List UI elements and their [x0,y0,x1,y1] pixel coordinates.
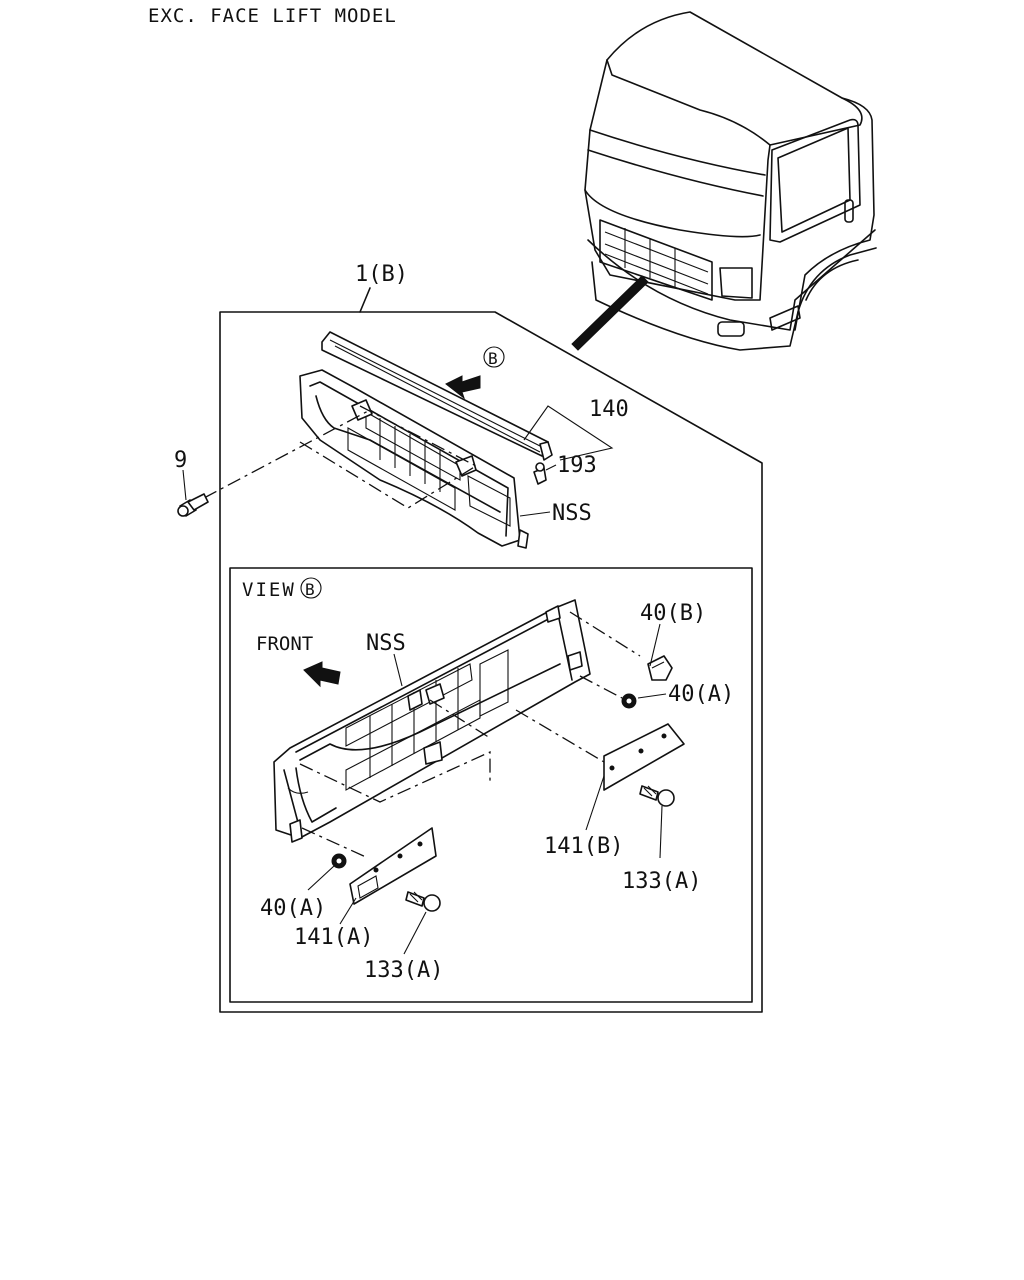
view-b-inset [229,567,753,1003]
clip-40b [647,655,673,681]
callout-133a-right: 133(A) [622,869,701,894]
callout-assembly: 1(B) [355,262,408,287]
plate-141a [349,827,437,905]
truck-cab-illustration [584,11,877,351]
view-marker: B [305,580,315,599]
arrow-marker: B [488,349,498,368]
callout-141b: 141(B) [544,834,623,859]
callout-9: 9 [174,448,187,473]
callout-141a: 141(A) [294,925,373,950]
front-arrow-icon [303,661,341,688]
screw-133a-left [405,891,441,912]
view-arrow-icon [445,375,481,400]
nut-40a-left [331,853,347,869]
callout-40a-right: 40(A) [668,682,734,707]
header-title: EXC. FACE LIFT MODEL [148,5,397,27]
callout-193: 193 [557,453,597,478]
callout-nss-view: NSS [366,631,406,656]
plate-141b [603,723,685,791]
grille-back-view [273,599,591,843]
view-title: VIEW [242,579,296,601]
nut-40a-right [621,693,637,709]
clip-193 [533,462,547,485]
callout-nss-top: NSS [552,501,592,526]
callout-40a-left: 40(A) [260,896,326,921]
callout-133a-left: 133(A) [364,958,443,983]
screw-133a-right [639,785,675,807]
callout-140: 140 [589,397,629,422]
leader-wedge [571,275,649,351]
front-label: FRONT [256,633,313,655]
assembly-frame [219,311,763,1013]
bolt-9 [177,493,209,517]
callout-40b: 40(B) [640,601,706,626]
grille-assembly [299,331,553,549]
